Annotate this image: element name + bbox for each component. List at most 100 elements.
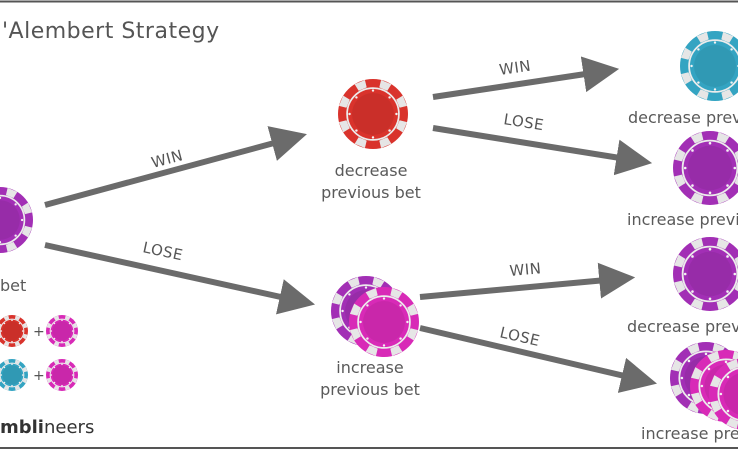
- legend-chip-red-stripe: [22, 322, 28, 329]
- chip-win1-stripe: [396, 95, 408, 108]
- legend-chip-red-stripe: [0, 323, 2, 328]
- chip-ww-dot: [730, 81, 733, 84]
- chip-root: [0, 187, 33, 253]
- chip-ll-mid-stripe: [690, 367, 703, 380]
- legend-chip-teal-stripe: [0, 378, 2, 383]
- legend-chip-teal: [0, 359, 28, 391]
- chip-win1-dot: [371, 136, 375, 139]
- chip-lw-stripe: [673, 280, 686, 294]
- arrow-root-win: [44, 126, 307, 208]
- chip-lose1-front: [349, 287, 419, 357]
- chip-ll-back-dot: [687, 393, 691, 397]
- chip-ww-stripe: [721, 89, 734, 101]
- chip-root-center: [0, 200, 20, 240]
- chip-lose1-front-dot: [366, 304, 369, 307]
- legend-chip-magenta-1-dot: [50, 330, 53, 332]
- wl-label: increase previ: [627, 210, 738, 229]
- chip-lose1-back-dot: [341, 309, 344, 313]
- chip-lose1-back-stripe: [331, 292, 343, 305]
- legend-chip-red-stripe: [3, 341, 10, 347]
- chip-ww-center: [694, 45, 736, 87]
- chip-wl-dot: [708, 191, 712, 195]
- chip-lose1-back-dot: [364, 286, 368, 289]
- legend-chip-magenta-2-stripe: [46, 377, 52, 384]
- edge-label-root-lose: LOSE: [141, 238, 184, 264]
- legend-chip-magenta-1-dot: [53, 337, 56, 340]
- legend-chip-magenta-2-stripe: [46, 366, 52, 373]
- chip-wl-stripe: [734, 150, 738, 162]
- chip-win1-dot: [355, 129, 358, 132]
- chip-root-dot: [0, 240, 2, 244]
- legend-chip-magenta-2-dot: [61, 384, 63, 387]
- chip-ll-front-dot: [726, 409, 730, 413]
- chip-win1-dot: [388, 96, 391, 99]
- chip-win1-dot: [348, 112, 351, 116]
- chip-ww-ring: [688, 39, 738, 93]
- chip-win1-stripe: [354, 137, 367, 149]
- legend-chip-red-stripe: [22, 333, 28, 340]
- arrow-win-lose: [432, 125, 653, 176]
- legend-chip-magenta-1-stripe: [53, 315, 60, 321]
- chip-root-stripe: [21, 202, 33, 215]
- chip-wl-dot: [733, 166, 737, 170]
- legend-chip-magenta-2-stripe: [72, 366, 78, 373]
- chip-lose1-front-ring: [357, 295, 411, 349]
- legend-chip-teal-stripe: [14, 359, 21, 365]
- diagram-title: 'Alembert Strategy: [2, 19, 220, 44]
- chip-ll-front-center: [723, 373, 738, 415]
- chip-lw-stripe: [734, 280, 738, 292]
- legend-chip-red-dot: [3, 337, 6, 340]
- legend-chip-magenta-2-stripe: [53, 359, 60, 365]
- chip-wl-stripe: [690, 192, 704, 205]
- chip-ll-front-stripe: [726, 417, 738, 430]
- chip-lw-ring: [681, 245, 738, 303]
- chip-win1-stripe: [379, 79, 392, 91]
- edge-label-lose-win: WIN: [509, 259, 542, 280]
- chip-ww-dot: [697, 81, 700, 84]
- chip-lose1-front-stripe: [407, 328, 419, 341]
- chip-lw-stripe: [716, 298, 730, 311]
- chip-wl-dot: [726, 184, 729, 187]
- win1-label-line1: decrease: [335, 161, 408, 180]
- chip-wl-stripe: [734, 174, 738, 186]
- chip-win1-ring: [346, 87, 400, 141]
- chip-lw-dot: [708, 247, 712, 251]
- legend-chip-magenta-2-ring: [49, 362, 75, 388]
- legend-chip-teal-stripe: [22, 366, 28, 373]
- chip-lose1-front-stripe: [365, 287, 378, 299]
- chip-lw-dot: [726, 255, 729, 258]
- arrow-root-lose: [44, 242, 316, 315]
- chip-ll-mid-dot: [707, 401, 711, 405]
- chip-win1-dot: [355, 96, 358, 99]
- chip-win1: [338, 79, 408, 149]
- chip-win1-stripe: [354, 79, 367, 91]
- chip-ww-dot: [697, 48, 700, 51]
- chip-lw-dot: [691, 290, 694, 293]
- legend-chip-magenta-2-stripe: [64, 385, 71, 391]
- legend-chip-red-stripe: [0, 334, 2, 339]
- legend-chip-magenta-2-stripe: [72, 377, 78, 384]
- chip-lose1-front-stripe: [365, 345, 378, 357]
- legend-chip-magenta-1-stripe: [46, 333, 52, 340]
- chip-ww-stripe: [721, 31, 734, 43]
- chip-root-dot: [0, 196, 2, 200]
- legend-chip-magenta-2-dot: [71, 374, 74, 376]
- legend-chip-red-dot: [11, 319, 13, 322]
- chip-win1-stripe: [379, 137, 392, 149]
- legend-chip-magenta-1-stripe: [72, 322, 78, 329]
- chip-wl-ring: [681, 139, 738, 197]
- legend-chip-magenta-2-dot: [53, 366, 56, 369]
- chip-lw-dot: [691, 255, 694, 258]
- legend-chip-red-dot: [3, 322, 6, 325]
- legend-chip-teal-stripe: [22, 377, 28, 384]
- legend-chip-teal-dot: [3, 381, 6, 384]
- legend-chip-magenta-1-dot: [61, 340, 63, 343]
- chip-ww-dot: [713, 88, 717, 91]
- legend-chip-red-dot: [18, 322, 21, 325]
- chip-ll-front-stripe: [709, 400, 722, 413]
- legend-plus-2: +: [33, 368, 45, 384]
- chip-lw-stripe: [690, 237, 704, 250]
- chip-lw-dot: [726, 290, 729, 293]
- chip-ww-stripe: [680, 72, 692, 85]
- legend-chip-red-dot: [18, 337, 21, 340]
